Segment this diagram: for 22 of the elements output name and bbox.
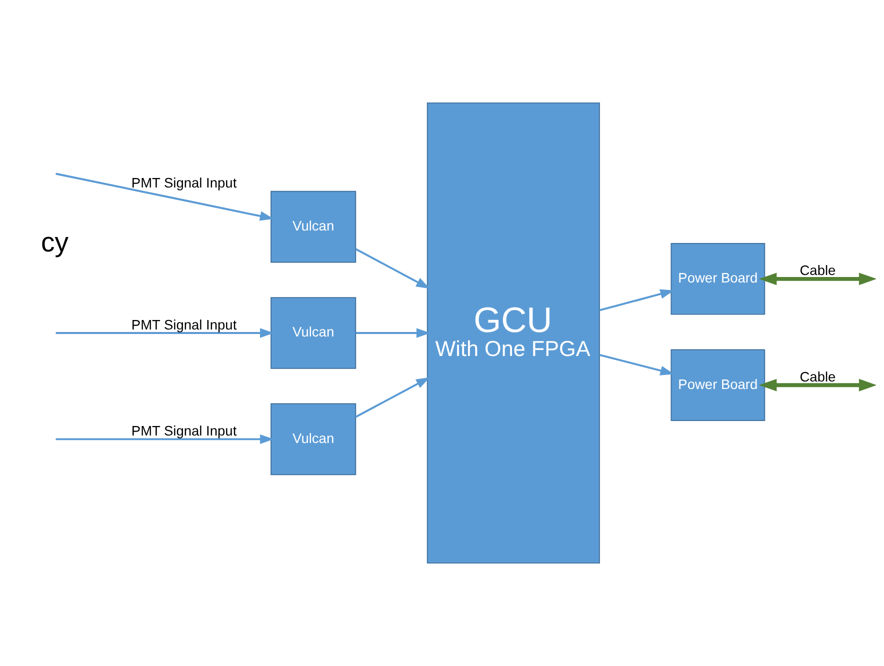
node-box: Vulcan [270,297,356,369]
arrow [758,378,876,392]
arrow [758,272,876,286]
edge-label: Cable [800,263,836,278]
arrow [355,377,430,418]
edge-label: PMT Signal Input [131,317,237,332]
label: cy [41,226,69,258]
node-box: GCU With One FPGA [426,102,600,564]
arrow [599,354,674,376]
arrow [599,289,674,312]
edge-label: PMT Signal Input [131,423,237,438]
arrow [56,434,274,444]
node-box: Power Board [670,243,766,315]
edge-label: Cable [800,369,836,384]
arrow [56,172,274,221]
edge-label: PMT Signal Input [131,176,237,191]
node-box: Power Board [670,349,766,421]
arrow [355,248,430,289]
node-box: Vulcan [270,190,356,263]
arrow [356,328,430,338]
node-box: Vulcan [270,403,356,476]
arrow [56,328,274,338]
